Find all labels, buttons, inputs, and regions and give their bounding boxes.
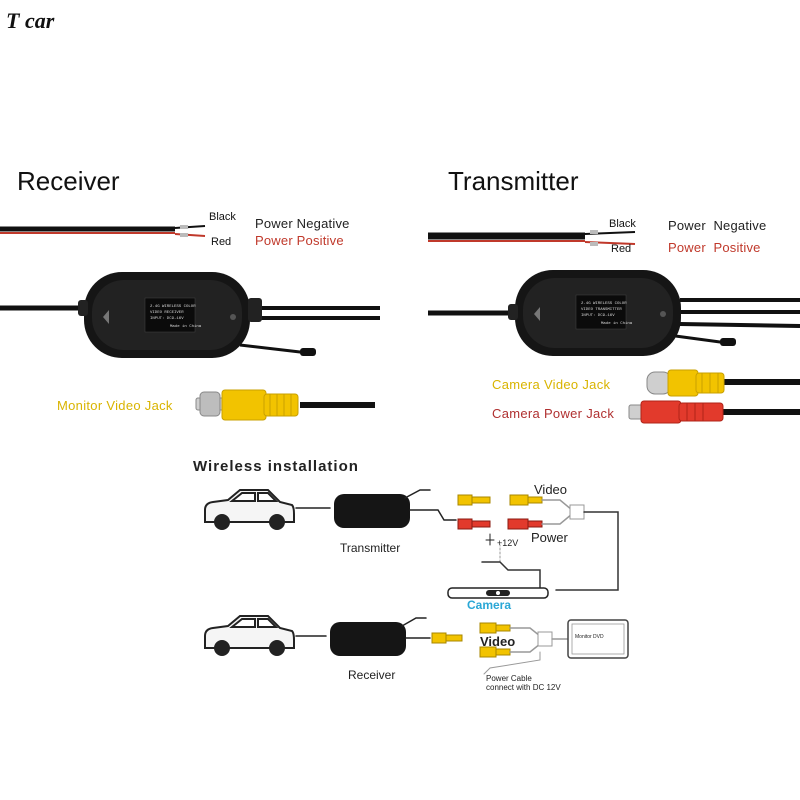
- transmitter-box-diagram: [334, 489, 457, 528]
- transmitter-black-label: Black: [609, 218, 636, 230]
- power-cable-label-line1: Power Cable: [486, 674, 532, 683]
- receiver-red-label: Red: [211, 236, 232, 248]
- transmitter-power-negative: Power Negative: [668, 218, 767, 233]
- installation-transmitter-label: Transmitter: [340, 541, 401, 555]
- monitor-video-jack-label: Monitor Video Jack: [57, 398, 173, 413]
- car-icon-top: [204, 489, 295, 530]
- camera-icon: [447, 587, 549, 599]
- svg-text:VIDEO TRANSMITTER: VIDEO TRANSMITTER: [581, 308, 622, 312]
- receiver-title: Receiver: [17, 166, 120, 196]
- installation-camera-label: Camera: [467, 598, 512, 612]
- brand-logo: T car: [6, 8, 55, 33]
- transmitter-assembly: 2.4G WIRELESS COLOR VIDEO TRANSMITTER IN…: [428, 230, 800, 424]
- receiver-box-diagram: [330, 617, 431, 656]
- receiver-power-positive: Power Positive: [255, 233, 344, 248]
- svg-text:Made in China: Made in China: [601, 321, 633, 326]
- installation-video-label-bottom: Video: [480, 634, 516, 649]
- camera-power-jack-label: Camera Power Jack: [492, 406, 615, 421]
- transmitter-power-jack: [628, 400, 800, 424]
- monitor-dvd-label: Monitor DVD: [575, 634, 604, 640]
- transmitter-video-jack: [646, 369, 800, 397]
- installation-diagram: [204, 489, 629, 675]
- transmitter-title: Transmitter: [448, 166, 579, 196]
- receiver-black-label: Black: [209, 211, 236, 223]
- transmitter-red-label: Red: [611, 243, 632, 255]
- svg-text:VIDEO RECEIVER: VIDEO RECEIVER: [150, 311, 184, 315]
- power-cable-label-line2: connect with DC 12V: [486, 683, 561, 692]
- receiver-power-negative: Power Negative: [255, 216, 350, 231]
- installation-title: Wireless installation: [193, 458, 359, 475]
- svg-text:2.4G WIRELESS COLOR: 2.4G WIRELESS COLOR: [581, 302, 627, 306]
- car-icon-bottom: [204, 615, 295, 656]
- rca-pair-bottom: [431, 622, 569, 675]
- receiver-video-jack: [195, 389, 375, 421]
- installation-power-label: Power: [531, 530, 568, 545]
- rca-pair-top: [457, 494, 619, 591]
- transmitter-power-positive: Power Positive: [668, 240, 761, 255]
- receiver-assembly: 2.4G WIRELESS COLOR VIDEO RECEIVER INPUT…: [0, 225, 380, 421]
- installation-receiver-label: Receiver: [348, 668, 396, 682]
- monitor-icon: [567, 619, 629, 659]
- installation-12v-label: +12V: [497, 538, 519, 548]
- svg-text:INPUT: DC9-16V: INPUT: DC9-16V: [150, 317, 184, 321]
- transmitter-module: 2.4G WIRELESS COLOR VIDEO TRANSMITTER IN…: [508, 270, 681, 356]
- svg-text:2.4G WIRELESS COLOR: 2.4G WIRELESS COLOR: [150, 305, 196, 309]
- receiver-module: 2.4G WIRELESS COLOR VIDEO RECEIVER INPUT…: [78, 272, 262, 358]
- svg-text:Made in China: Made in China: [170, 324, 202, 329]
- svg-text:INPUT: DC9-16V: INPUT: DC9-16V: [581, 314, 615, 318]
- installation-video-label-top: Video: [534, 482, 568, 497]
- camera-video-jack-label: Camera Video Jack: [492, 377, 611, 392]
